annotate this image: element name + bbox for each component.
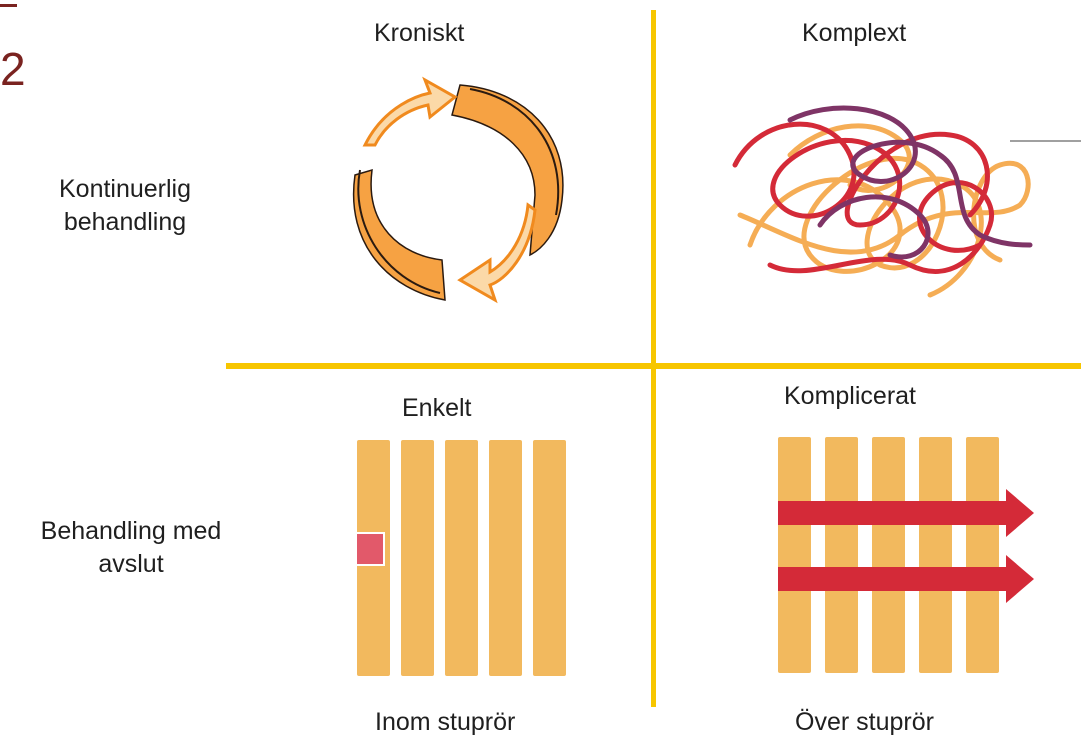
arc-lower-left — [352, 168, 446, 301]
caption-inom-stupror: Inom stuprör — [375, 708, 516, 736]
tangled-lines-icon — [732, 105, 1033, 298]
slide-number: 2 — [0, 43, 26, 95]
quadrant-title-enkelt: Enkelt — [402, 394, 472, 422]
tangle-purple-2 — [817, 194, 931, 260]
circular-arrows-icon — [352, 76, 564, 304]
slide-number-bar — [0, 4, 17, 7]
vertical-divider — [651, 10, 656, 707]
silo-5 — [533, 440, 566, 676]
connector-line — [1010, 140, 1081, 142]
row-label-bottom-line1: Behandling med — [40, 517, 222, 545]
arrowhead-bottom — [457, 202, 537, 304]
red-block — [355, 532, 385, 566]
silo-5 — [966, 437, 999, 673]
silo-4 — [919, 437, 952, 673]
silos-with-block-icon — [355, 440, 567, 680]
arc-upper-right — [451, 84, 564, 257]
silo-2 — [825, 437, 858, 673]
silo-2 — [401, 440, 434, 676]
red-arrow-lower — [778, 555, 1034, 603]
row-label-top-line2: behandling — [63, 208, 187, 236]
sketch-line-right — [469, 88, 560, 216]
quadrant-title-kroniskt: Kroniskt — [374, 19, 465, 47]
red-arrow-upper — [778, 489, 1034, 537]
silo-3 — [872, 437, 905, 673]
silo-3 — [445, 440, 478, 676]
caption-over-stupror: Över stuprör — [795, 708, 934, 736]
tangle-purple-1 — [787, 105, 1033, 248]
silo-4 — [489, 440, 522, 676]
row-label-top: Kontinuerlig behandling — [10, 173, 240, 239]
row-label-bottom: Behandling med avslut — [0, 515, 262, 581]
sketch-line-left — [357, 169, 441, 294]
silos-with-arrows-icon — [778, 437, 1038, 682]
quadrant-title-komplicerat: Komplicerat — [784, 382, 916, 410]
red-arrows — [778, 489, 1034, 603]
row-label-top-line1: Kontinuerlig — [58, 175, 192, 203]
arrowhead-top — [362, 76, 458, 147]
horizontal-divider — [226, 363, 1081, 369]
row-label-bottom-line2: avslut — [98, 550, 164, 578]
silo-1 — [778, 437, 811, 673]
tangle-red-2 — [767, 180, 994, 274]
quadrant-title-komplext: Komplext — [802, 19, 907, 47]
